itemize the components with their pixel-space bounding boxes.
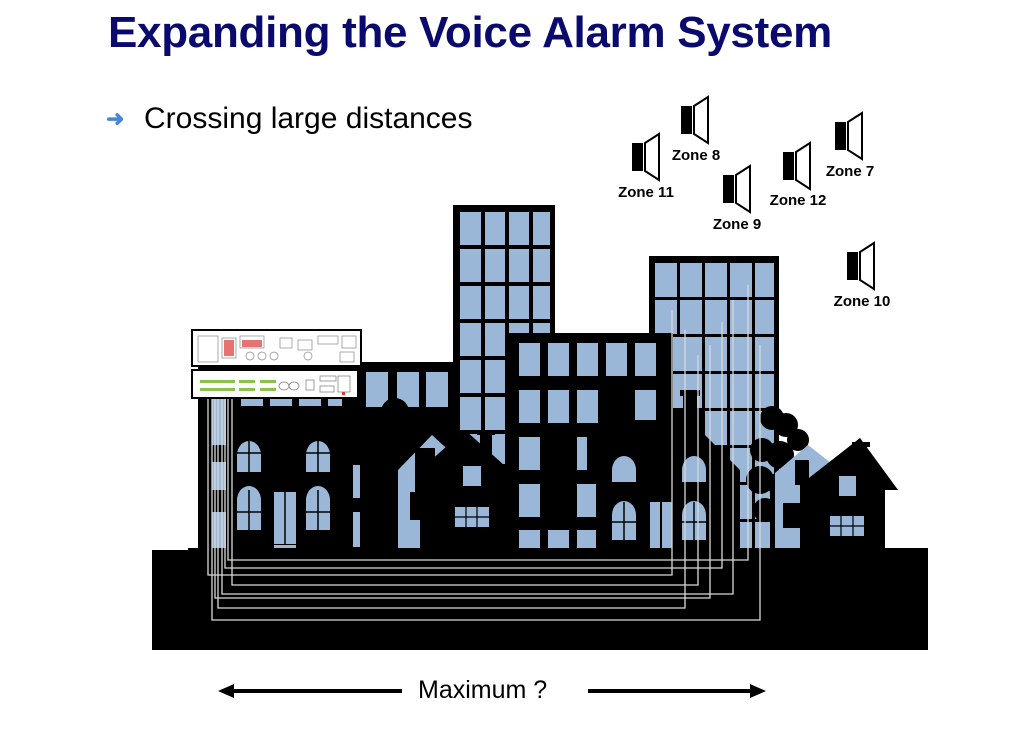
- zone-label: Zone 8: [672, 147, 720, 164]
- speaker-icon: [681, 95, 709, 145]
- speaker-zone-12: Zone 12: [770, 141, 827, 209]
- speaker-icon: [783, 141, 811, 191]
- speaker-zone-11: Zone 11: [618, 132, 674, 201]
- zone-label: Zone 9: [713, 216, 761, 233]
- zone-label: Zone 11: [618, 184, 674, 201]
- speaker-icon: [632, 132, 660, 182]
- zone-label: Zone 12: [770, 192, 827, 209]
- rack-device-upper: [191, 329, 362, 367]
- speaker-icon: [723, 164, 751, 214]
- ground: [152, 548, 928, 650]
- bullet-item: ➜ Crossing large distances: [106, 102, 473, 136]
- zone-label: Zone 7: [826, 163, 874, 180]
- distance-arrow-left: [218, 684, 402, 698]
- rack-device-lower: [191, 369, 359, 399]
- bullet-text: Crossing large distances: [144, 102, 473, 135]
- speaker-zone-7: Zone 7: [826, 111, 874, 180]
- small-house-left: [398, 430, 515, 552]
- right-houses: [775, 438, 898, 552]
- cable-runs: [207, 285, 761, 621]
- distance-arrow-right: [588, 684, 766, 698]
- townhouse-building: [598, 390, 740, 552]
- speaker-zone-9: Zone 9: [713, 164, 761, 233]
- speaker-icon: [835, 111, 863, 161]
- zone-label: Zone 10: [834, 293, 891, 310]
- speaker-icon: [847, 241, 875, 291]
- maximum-distance-label: Maximum ?: [418, 676, 548, 704]
- tree-right: [746, 406, 809, 552]
- speaker-zone-10: Zone 10: [834, 241, 891, 310]
- slide-title: Expanding the Voice Alarm System: [108, 8, 832, 57]
- arrow-right-icon: ➜: [106, 106, 125, 131]
- speaker-zone-8: Zone 8: [672, 95, 720, 164]
